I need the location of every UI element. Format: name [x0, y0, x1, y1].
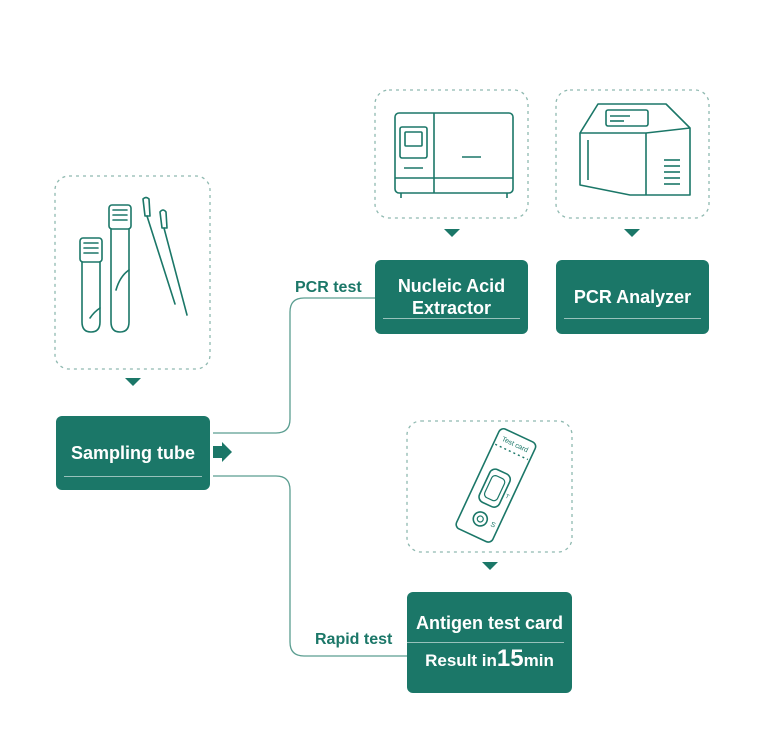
extractor-frame	[374, 89, 529, 219]
antigen-label: Antigen test card	[415, 613, 564, 633]
result-unit: min	[523, 651, 554, 670]
pcr-connector	[213, 297, 375, 434]
card-mark-s: S	[489, 521, 496, 529]
down-arrow-icon	[624, 229, 640, 237]
result-time: Result in15min	[425, 647, 554, 673]
sampling-divider	[64, 476, 202, 477]
result-prefix: Result in	[425, 651, 497, 670]
extractor-label-line1: Nucleic Acid	[397, 276, 506, 296]
pcr-analyzer-box: PCR Analyzer	[556, 260, 709, 334]
analyzer-divider	[564, 318, 701, 319]
result-number: 15	[496, 645, 524, 672]
extractor-divider	[383, 318, 520, 319]
rapid-connector	[213, 475, 407, 657]
extractor-label-line2: Extractor	[411, 298, 492, 318]
test-card-icon: Test card T S	[455, 427, 537, 543]
pcr-analyzer-icon	[579, 103, 691, 196]
down-arrow-icon	[482, 562, 498, 570]
analyzer-frame	[555, 89, 710, 219]
nucleic-acid-extractor-box: Nucleic Acid Extractor	[375, 260, 528, 334]
sampling-tubes-icon	[79, 196, 188, 333]
sampling-tube-label: Sampling tube	[70, 443, 195, 463]
right-arrow-icon	[213, 442, 232, 462]
pcr-test-label: PCR test	[295, 279, 362, 296]
tubes-frame	[54, 175, 211, 370]
antigen-divider	[407, 642, 564, 643]
sampling-tube-box: Sampling tube	[56, 416, 210, 490]
card-mark-t: T	[504, 494, 510, 501]
extractor-icon	[394, 112, 514, 198]
down-arrow-icon	[444, 229, 460, 237]
rapid-test-label: Rapid test	[315, 631, 393, 648]
down-arrow-icon	[125, 378, 141, 386]
card-frame	[406, 420, 573, 553]
pcr-analyzer-label: PCR Analyzer	[573, 287, 692, 307]
